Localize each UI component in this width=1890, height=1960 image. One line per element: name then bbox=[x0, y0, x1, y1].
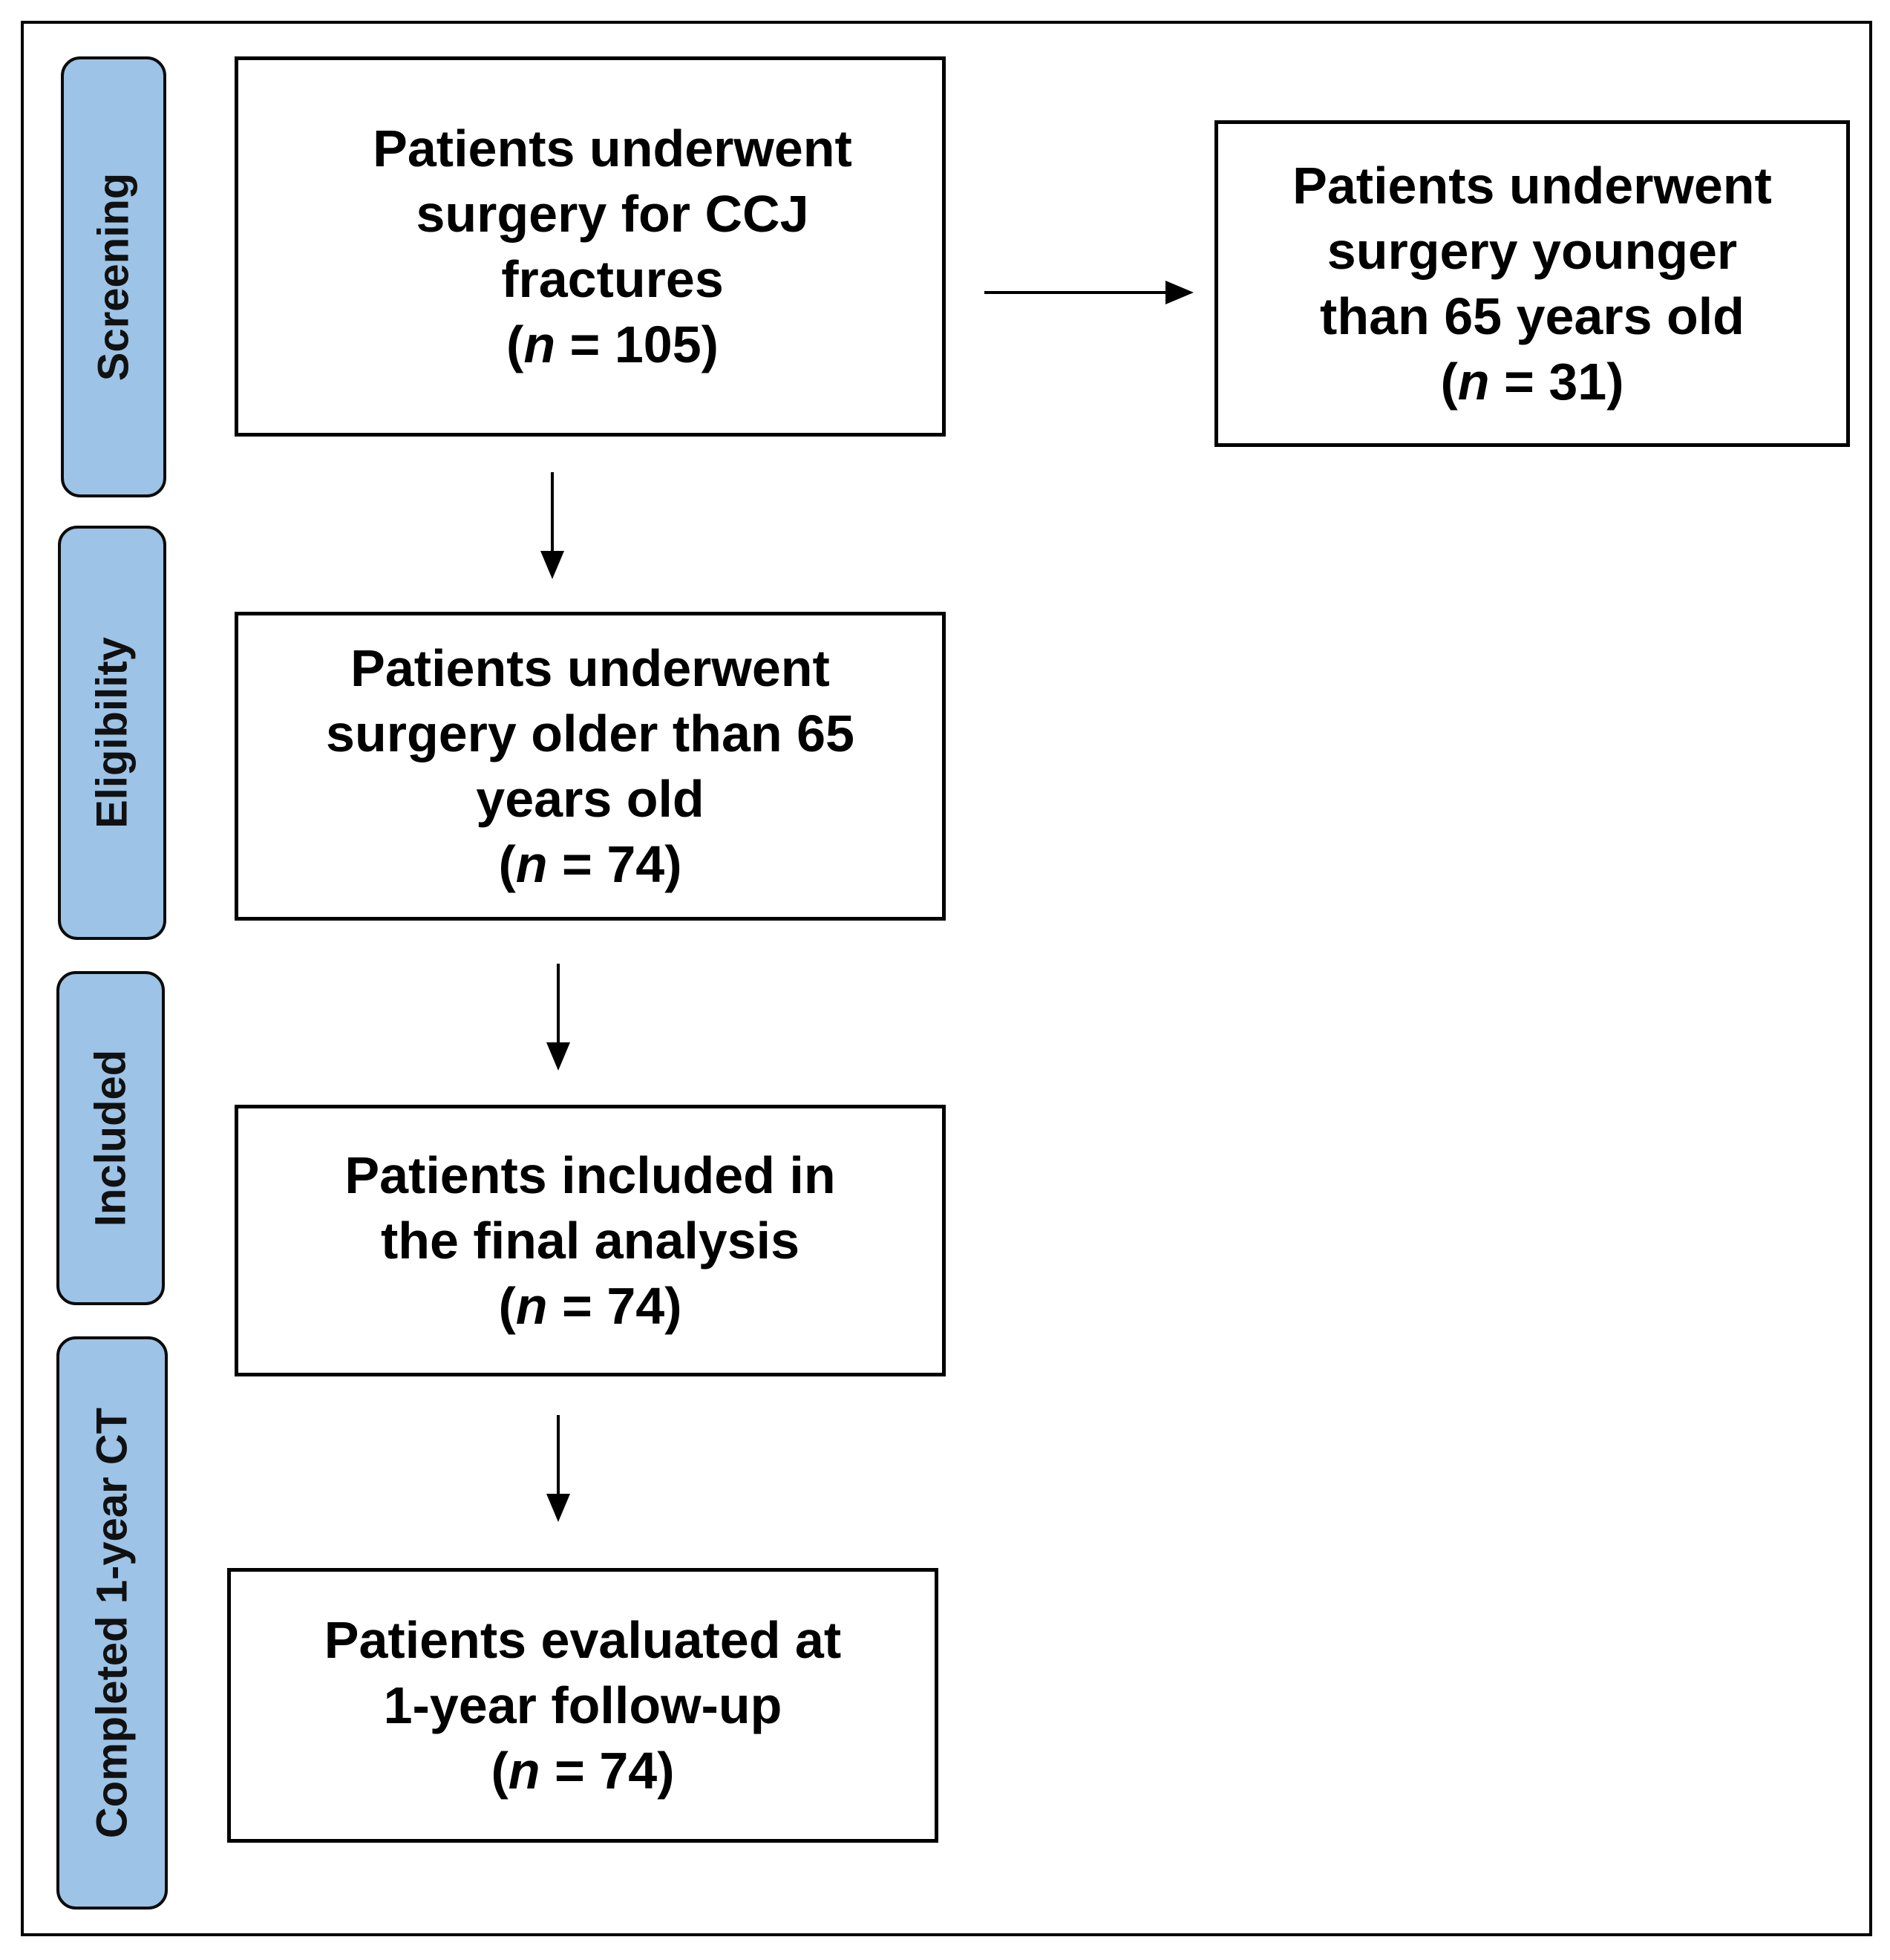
box-screening-count: (n = 105) bbox=[506, 316, 719, 373]
arrow-down-1 bbox=[540, 472, 564, 579]
arrow-right-excluded bbox=[984, 281, 1194, 304]
box-screening-line-2: surgery for CCJ bbox=[416, 185, 809, 243]
box-included-line-2: the final analysis bbox=[380, 1212, 800, 1270]
box-screening-line-1: Patients underwent bbox=[373, 120, 852, 177]
stage-included: Included bbox=[56, 971, 165, 1305]
arrow-down-2 bbox=[546, 964, 570, 1071]
box-included-line-1: Patients included in bbox=[344, 1146, 836, 1204]
arrow-down-3 bbox=[546, 1415, 570, 1522]
box-eligibility: Patients underwent surgery older than 65… bbox=[235, 612, 946, 921]
box-followup-line-1: Patients evaluated at bbox=[324, 1611, 842, 1669]
box-excluded: Patients underwent surgery younger than … bbox=[1214, 120, 1850, 447]
box-included: Patients included in the final analysis … bbox=[235, 1105, 946, 1376]
box-excluded-line-3: than 65 years old bbox=[1320, 287, 1745, 345]
box-screening: Patients underwent surgery for CCJ fract… bbox=[235, 56, 946, 437]
box-followup-count: (n = 74) bbox=[491, 1742, 675, 1800]
stage-eligibility: Eligibility bbox=[58, 526, 166, 940]
box-followup: Patients evaluated at 1-year follow-up (… bbox=[227, 1568, 938, 1843]
stage-completed: Completed 1-year CT bbox=[56, 1336, 168, 1910]
box-excluded-line-2: surgery younger bbox=[1327, 222, 1738, 280]
box-followup-line-2: 1-year follow-up bbox=[383, 1676, 782, 1734]
box-eligibility-line-2: surgery older than 65 bbox=[326, 705, 854, 762]
figure-frame bbox=[21, 21, 1872, 1936]
box-eligibility-count: (n = 74) bbox=[498, 835, 682, 893]
box-included-count: (n = 74) bbox=[498, 1277, 682, 1335]
box-screening-line-3: fractures bbox=[501, 250, 724, 308]
box-eligibility-line-3: years old bbox=[476, 770, 704, 828]
stage-screening: Screening bbox=[61, 56, 166, 497]
box-eligibility-line-1: Patients underwent bbox=[350, 639, 830, 697]
box-excluded-count: (n = 31) bbox=[1440, 353, 1624, 411]
box-excluded-line-1: Patients underwent bbox=[1292, 157, 1772, 215]
